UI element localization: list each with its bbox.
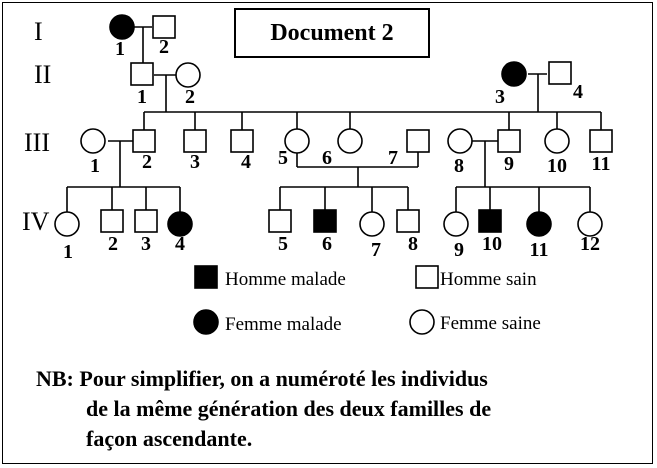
legend-affected-female-symbol [193,309,219,335]
gen-iv-ind-6-symbol [313,209,337,233]
gen-iii-ind-10-symbol [544,128,570,154]
gen-iii-ind-3-symbol [183,129,207,153]
gen-iv-ind-4-label: 4 [175,233,185,255]
gen-iii-ind-6-label: 6 [322,147,332,169]
gen-iii-ind-4-symbol [230,129,254,153]
gen-iii-ind-10-label: 10 [547,155,567,177]
gen-iv-ind-11-symbol [526,211,552,237]
gen-iii-ind-7-symbol [406,129,430,153]
gen-iv-ind-5-symbol [268,209,292,233]
legend-healthy-male-symbol [415,265,439,289]
gen-iv-ind-9-label: 9 [454,239,464,261]
gen-ii-right-ind-4-symbol [548,61,572,85]
generation-label-ii: II [34,60,51,89]
gen-ii-left-ind-1-label: 1 [137,86,147,108]
gen-iv-ind-1-label: 1 [63,241,73,263]
gen-i-ind-1-symbol [109,14,135,40]
gen-ii-left-ind-2-symbol [175,62,201,88]
pedigree-lines [66,26,602,213]
gen-iv-ind-4-symbol [167,211,193,237]
gen-iii-ind-4-label: 4 [241,151,251,173]
gen-iii-ind-9-label: 9 [504,153,514,175]
gen-ii-right-ind-3-label: 3 [495,86,505,108]
gen-iii-ind-5-symbol [284,128,310,154]
document-frame [2,2,653,464]
legend-affected-male-label: Homme malade [225,269,346,290]
gen-iv-ind-2-label: 2 [108,233,118,255]
note-line-1: NB: Pour simplifier, on a numéroté les i… [36,366,488,391]
gen-ii-right-ind-4-label: 4 [573,81,583,103]
gen-iv-ind-8-label: 8 [408,233,418,255]
gen-iii-ind-11-symbol [589,129,613,153]
note-line-3: façon ascendante. [86,426,253,451]
note-block: NB: Pour simplifier, on a numéroté les i… [36,364,636,454]
document-title: Document 2 [234,8,430,58]
gen-iii-ind-6-symbol [337,128,363,154]
gen-iv-ind-10-symbol [478,209,502,233]
gen-iv-ind-2-symbol [100,209,124,233]
note-line-2: de la même génération des deux familles … [86,396,492,421]
gen-i-ind-2-symbol [152,15,176,39]
gen-iv-ind-11-label: 11 [530,239,549,261]
gen-iv-ind-7-label: 7 [371,239,381,261]
gen-ii-left-ind-2-label: 2 [185,86,195,108]
gen-iv-ind-3-label: 3 [141,233,151,255]
gen-iv-ind-10-label: 10 [482,233,502,255]
gen-iii-ind-7-label: 7 [388,147,398,169]
gen-iii-ind-2-label: 2 [142,151,152,173]
gen-i-ind-2-label: 2 [159,36,169,58]
gen-iii-ind-3-label: 3 [190,151,200,173]
gen-iii-ind-2-symbol [132,129,156,153]
gen-iv-ind-5-label: 5 [278,233,288,255]
gen-iv-ind-12-label: 12 [580,233,600,255]
gen-iv-ind-3-symbol [134,209,158,233]
gen-iv-ind-6-label: 6 [322,233,332,255]
pedigree-symbols [54,14,613,237]
gen-iv-ind-8-symbol [396,209,420,233]
gen-iv-ind-1-symbol [54,211,80,237]
gen-i-ind-1-label: 1 [115,38,125,60]
legend-healthy-female-symbol [409,309,435,335]
gen-iii-ind-8-symbol [447,128,473,154]
generation-label-iv: IV [22,207,50,236]
gen-iv-ind-7-symbol [359,211,385,237]
gen-iv-ind-12-symbol [577,211,603,237]
gen-iii-ind-1-symbol [80,128,106,154]
legend-healthy-female-label: Femme saine [440,313,541,334]
legend-affected-female-label: Femme malade [225,314,342,335]
gen-iii-ind-8-label: 8 [454,155,464,177]
gen-iii-ind-9-symbol [497,129,521,153]
gen-iii-ind-1-label: 1 [90,155,100,177]
gen-iii-ind-5-label: 5 [278,147,288,169]
gen-iv-ind-9-symbol [443,211,469,237]
legend-affected-male-symbol [194,265,218,289]
gen-ii-right-ind-3-symbol [501,61,527,87]
gen-iii-ind-11-label: 11 [592,153,611,175]
generation-label-i: I [34,17,43,46]
legend-healthy-male-label: Homme sain [440,269,537,290]
gen-ii-left-ind-1-symbol [130,62,154,86]
generation-label-iii: III [24,128,50,157]
